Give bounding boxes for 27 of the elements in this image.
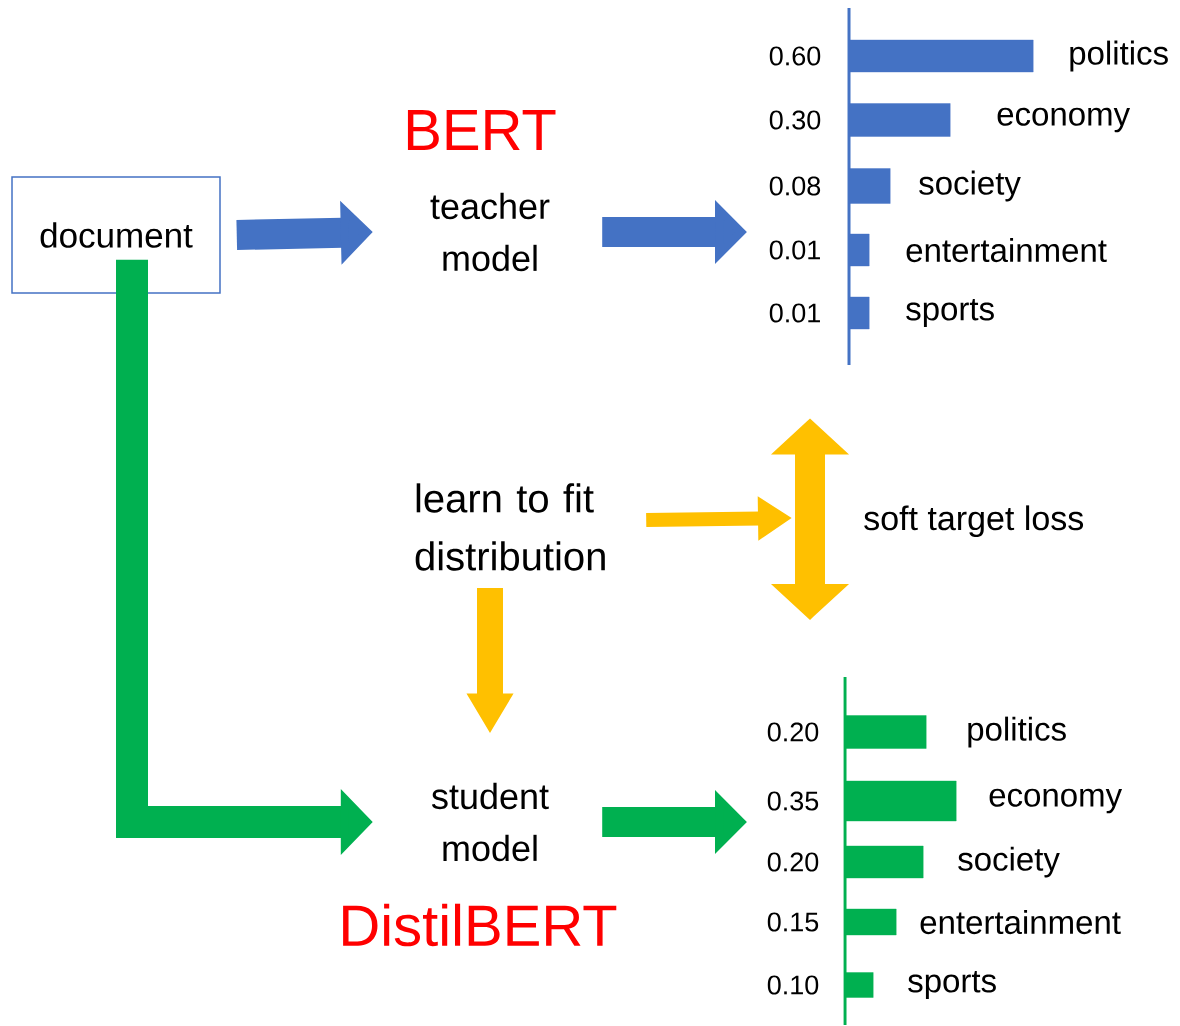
value-label: 0.10 [767,975,819,995]
category-label: entertainment [920,909,1121,935]
category-label: politics [968,716,1066,748]
value-label: 0.35 [767,791,819,811]
value-label: 0.60 [769,46,821,66]
value-label: 0.20 [767,852,819,872]
value-label: 0.01 [769,240,820,260]
model-name: BERT [407,110,556,150]
category-label: economy [997,107,1131,133]
value-label: 0.20 [767,722,819,742]
process-box: document [11,176,221,294]
model-label: teacher model [430,192,550,272]
category-label: politics [1070,40,1168,72]
value-label: 0.08 [769,176,821,196]
category-label: society [958,846,1060,878]
model-name: DistilBERT [343,903,617,947]
edge-label: soft target loss [864,505,1084,538]
category-label: entertainment [906,237,1107,263]
category-label: sports [908,970,996,1000]
model-label: student model [431,782,549,862]
category-label: sports [906,298,994,328]
category-label: society [919,170,1021,202]
value-label: 0.01 [769,303,820,323]
value-label: 0.30 [769,110,821,130]
category-label: economy [989,788,1123,814]
value-label: 0.15 [767,912,819,932]
model-label: learn to fit distribution [415,483,605,571]
